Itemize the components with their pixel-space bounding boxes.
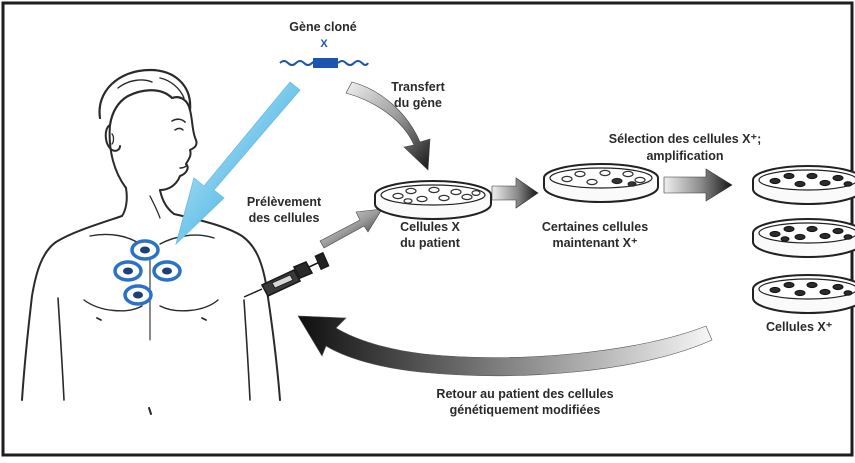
cloned-gene-icon (280, 58, 368, 68)
xplus-cells-label: Cellules X⁺ (766, 320, 854, 334)
gene-clone-label: Gène cloné (268, 20, 378, 34)
modified-cells-label-line1: Certaines cellules (530, 220, 660, 234)
electrode-icon (154, 262, 180, 280)
extraction-label-line2: des cellules (234, 211, 334, 225)
petri-dish-patient-cells (375, 181, 491, 219)
arrow-dish2-to-dish3 (664, 169, 732, 201)
petri-dish-xplus-middle (753, 219, 855, 257)
petri-dish-xplus-bottom (753, 275, 855, 313)
petri-dish-modified-cells (544, 164, 658, 202)
arrow-dish1-to-dish2 (492, 178, 538, 208)
electrode-icon (115, 262, 141, 280)
transfer-label-line2: du gène (378, 96, 458, 110)
patient-cells-label-line1: Cellules X (385, 220, 475, 234)
extraction-label-line1: Prélèvement (234, 195, 334, 209)
transfer-label-line1: Transfert (378, 80, 458, 94)
selection-label-line2: amplification (620, 149, 750, 163)
gene-x-label: X (314, 37, 334, 51)
return-label-line2: génétiquement modifiées (400, 403, 650, 417)
electrode-icon (132, 241, 158, 259)
patient-cells-label-line2: du patient (385, 236, 475, 250)
petri-dish-xplus-top (753, 166, 855, 204)
electrodes (115, 241, 180, 304)
electrode-icon (125, 286, 151, 304)
selection-label-line1: Sélection des cellules X⁺; (590, 132, 780, 146)
return-label-line1: Retour au patient des cellules (400, 387, 650, 401)
return-arrow (298, 316, 712, 376)
syringe-icon (244, 253, 329, 297)
modified-cells-label-line2: maintenant X⁺ (530, 236, 660, 250)
